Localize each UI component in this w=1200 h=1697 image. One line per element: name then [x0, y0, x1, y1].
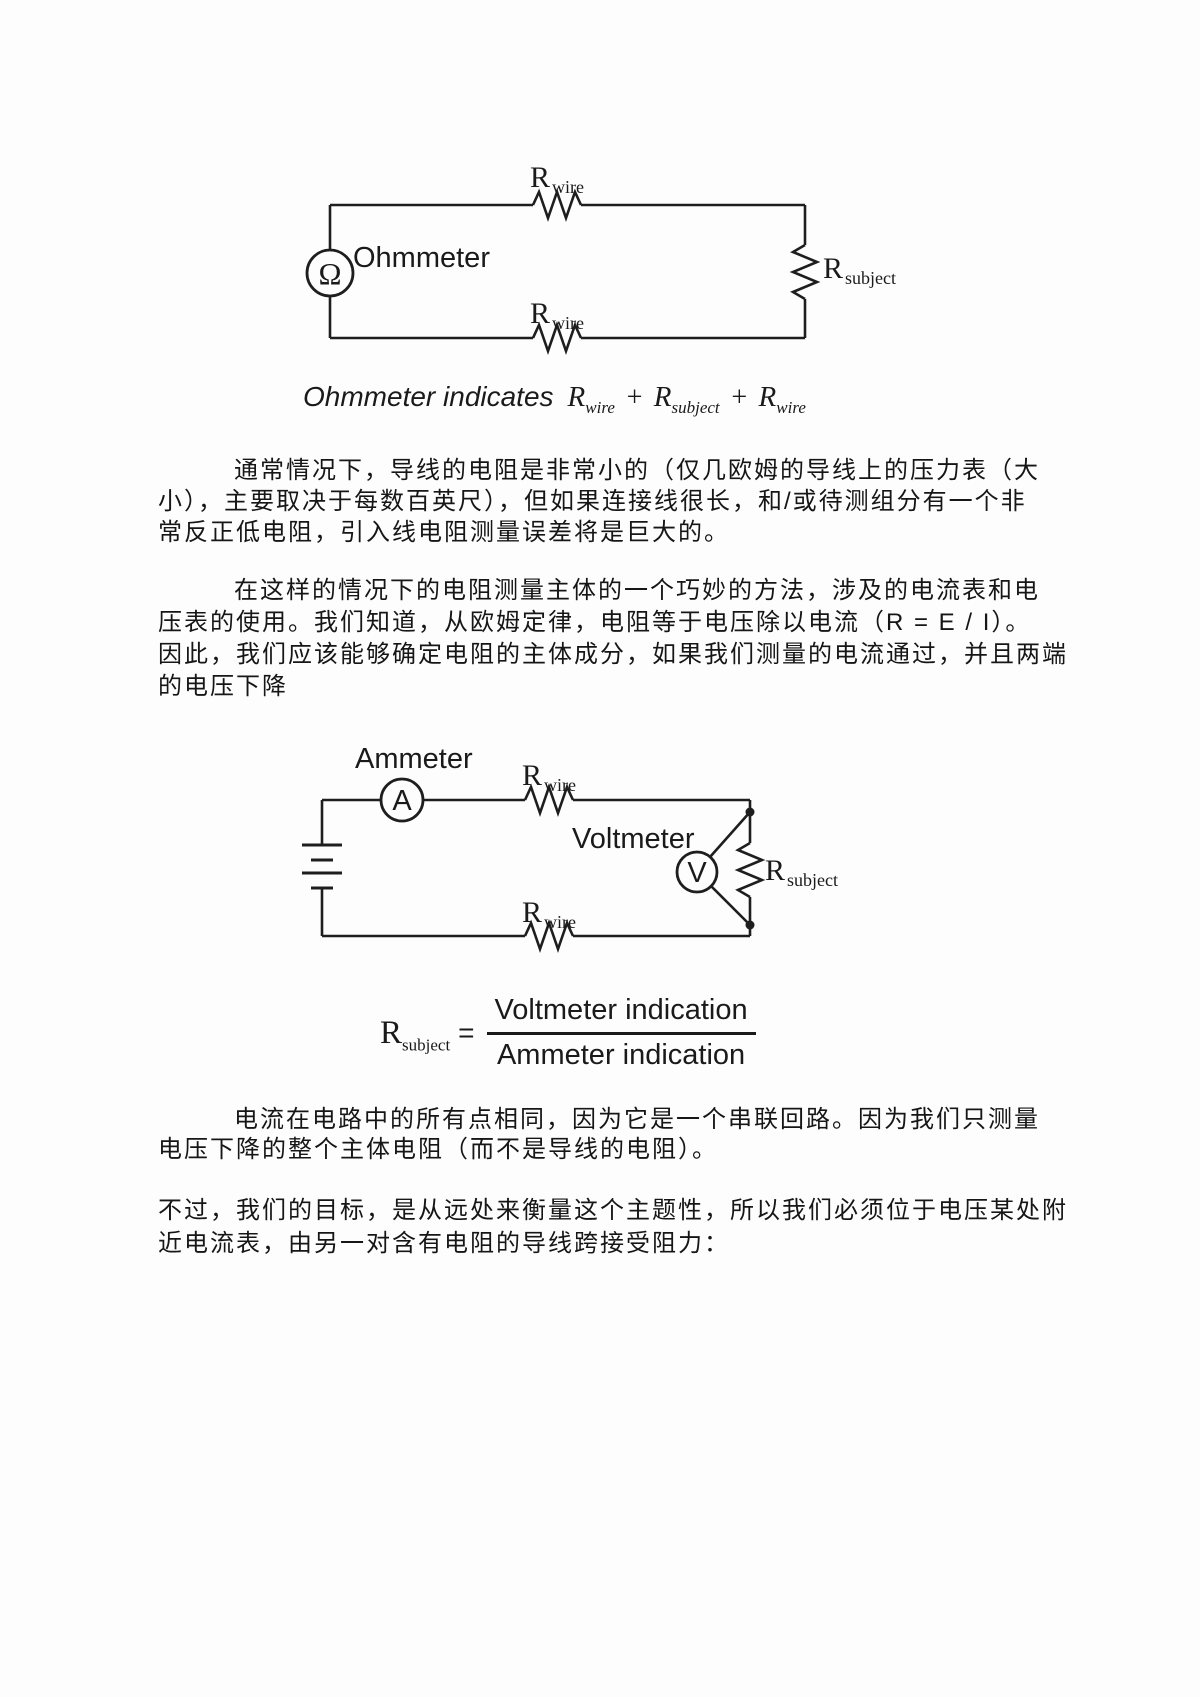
resistor-subject-subscript: subject: [845, 268, 896, 288]
paragraph-line: 通常情况下，导线的电阻是非常小的（仅几欧姆的导线上的压力表（大: [234, 457, 1040, 484]
resistor-zigzag-top: [523, 783, 575, 817]
paragraph-line: 压表的使用。我们知道，从欧姆定律，电阻等于电压除以电流（R = E / I）。: [158, 609, 1032, 636]
circuit1-wires: [305, 188, 821, 355]
paragraph-line: 在这样的情况下的电阻测量主体的一个巧妙的方法，涉及的电流表和电: [234, 577, 1040, 604]
resistor-subject-subscript: subject: [787, 870, 838, 890]
paragraph-line: 电流在电路中的所有点相同，因为它是一个串联回路。因为我们只测量: [234, 1106, 1040, 1133]
formula-lhs: Rsubject: [380, 1014, 451, 1055]
paragraph-2: 在这样的情况下的电阻测量主体的一个巧妙的方法，涉及的电流表和电 压表的使用。我们…: [158, 575, 1088, 703]
resistor-bottom-subscript: wire: [544, 912, 576, 932]
ohmmeter-glyph: Ω: [318, 256, 341, 291]
voltmeter-glyph: V: [687, 857, 707, 889]
ammeter-symbol-icon: [379, 777, 425, 823]
ohmmeter-circuit-diagram: Ω Ohmmeter R wire R wire R subject: [305, 161, 896, 355]
caption-term-rwire2: Rwire: [758, 381, 806, 417]
ohmmeter-symbol-icon: [305, 248, 355, 298]
resistor-bottom-label: R: [522, 896, 542, 929]
paragraph-line: 因此，我们应该能够确定电阻的主体成分，如果我们测量的电流通过，并且两端: [158, 641, 1068, 668]
resistor-top-subscript: wire: [544, 775, 576, 795]
paragraph-line: 电压下降的整个主体电阻（而不是导线的电阻）。: [158, 1136, 718, 1163]
equals-sign: =: [458, 1017, 475, 1048]
paragraph-line: 近电流表，由另一对含有电阻的导线跨接受阻力：: [158, 1230, 730, 1257]
caption-term-rwire1: Rwire: [567, 381, 615, 417]
ammeter-voltmeter-circuit-diagram: A V Ammeter Voltmeter R wire R wire R su…: [302, 743, 838, 953]
paragraph-4: 不过，我们的目标，是从远处来衡量这个主题性，所以我们必须位于电压某处附 近电流表…: [158, 1194, 1088, 1260]
resistor-subject-label: R: [823, 252, 843, 285]
junction-dot: [745, 920, 755, 930]
circuit2-wires: [302, 777, 766, 953]
plus-operator: +: [729, 382, 749, 413]
resistor-top-subscript: wire: [552, 177, 584, 197]
rsubject-formula: Rsubject = Voltmeter indication Ammeter …: [380, 994, 756, 1072]
resistor-zigzag-subject: [734, 841, 766, 899]
caption-text: Ohmmeter indicates: [303, 381, 554, 412]
paragraph-line: 不过，我们的目标，是从远处来衡量这个主题性，所以我们必须位于电压某处附: [158, 1197, 1068, 1224]
resistor-zigzag-subject: [789, 243, 821, 301]
resistor-bottom-subscript: wire: [552, 313, 584, 333]
fraction-numerator: Voltmeter indication: [486, 994, 756, 1035]
resistor-top-label: R: [522, 759, 542, 792]
resistor-zigzag-bottom: [531, 321, 583, 355]
circuit1-caption: Ohmmeter indicates Rwire + Rsubject + Rw…: [303, 381, 806, 417]
resistor-top-label: R: [530, 161, 550, 194]
paragraph-1: 通常情况下，导线的电阻是非常小的（仅几欧姆的导线上的压力表（大 小），主要取决于…: [158, 455, 1088, 548]
voltmeter-symbol-icon: [675, 850, 719, 894]
paragraph-line: 小），主要取决于每数百英尺），但如果连接线很长，和/或待测组分有一个非: [158, 488, 1027, 515]
junction-dot: [745, 807, 755, 817]
fraction: Voltmeter indication Ammeter indication: [486, 994, 756, 1072]
paragraph-3: 电流在电路中的所有点相同，因为它是一个串联回路。因为我们只测量 电压下降的整个主…: [158, 1105, 1088, 1165]
plus-operator: +: [624, 382, 644, 413]
ammeter-glyph: A: [392, 785, 412, 817]
resistor-zigzag-bottom: [523, 919, 575, 953]
ohmmeter-label: Ohmmeter: [353, 242, 490, 274]
voltmeter-lead-wires: [709, 811, 751, 926]
caption-term-rsubject: Rsubject: [653, 381, 720, 417]
resistor-zigzag-top: [531, 188, 583, 222]
ammeter-label: Ammeter: [355, 743, 473, 775]
paragraph-line: 的电压下降: [158, 673, 288, 700]
battery-symbol-icon: [302, 843, 342, 890]
resistor-subject-label: R: [765, 854, 785, 887]
fraction-denominator: Ammeter indication: [496, 1039, 746, 1071]
voltmeter-label: Voltmeter: [572, 823, 695, 855]
paragraph-line: 常反正低电阻，引入线电阻测量误差将是巨大的。: [158, 519, 730, 546]
resistor-bottom-label: R: [530, 297, 550, 330]
